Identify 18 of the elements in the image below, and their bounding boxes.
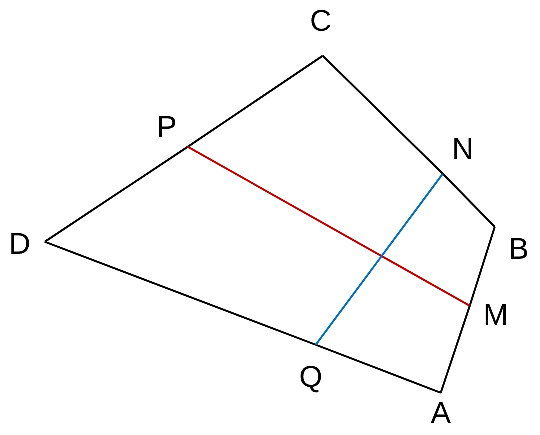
line-segment (469, 226, 496, 306)
point-label: D (9, 230, 31, 260)
line-segment (187, 55, 324, 148)
line-segment (440, 306, 471, 394)
point-label: N (452, 135, 474, 165)
point-label: B (509, 235, 529, 265)
line-segment (44, 241, 316, 346)
point-label: P (157, 113, 177, 143)
line-segment (44, 146, 189, 243)
point-label: C (310, 7, 332, 37)
line-segment (316, 344, 442, 394)
point-label: Q (299, 363, 323, 393)
point-label: A (431, 399, 451, 429)
line-segment (442, 173, 496, 228)
line-segment (322, 55, 444, 175)
line-segment (188, 146, 470, 307)
line-segment (315, 173, 444, 346)
point-label: M (484, 301, 508, 331)
